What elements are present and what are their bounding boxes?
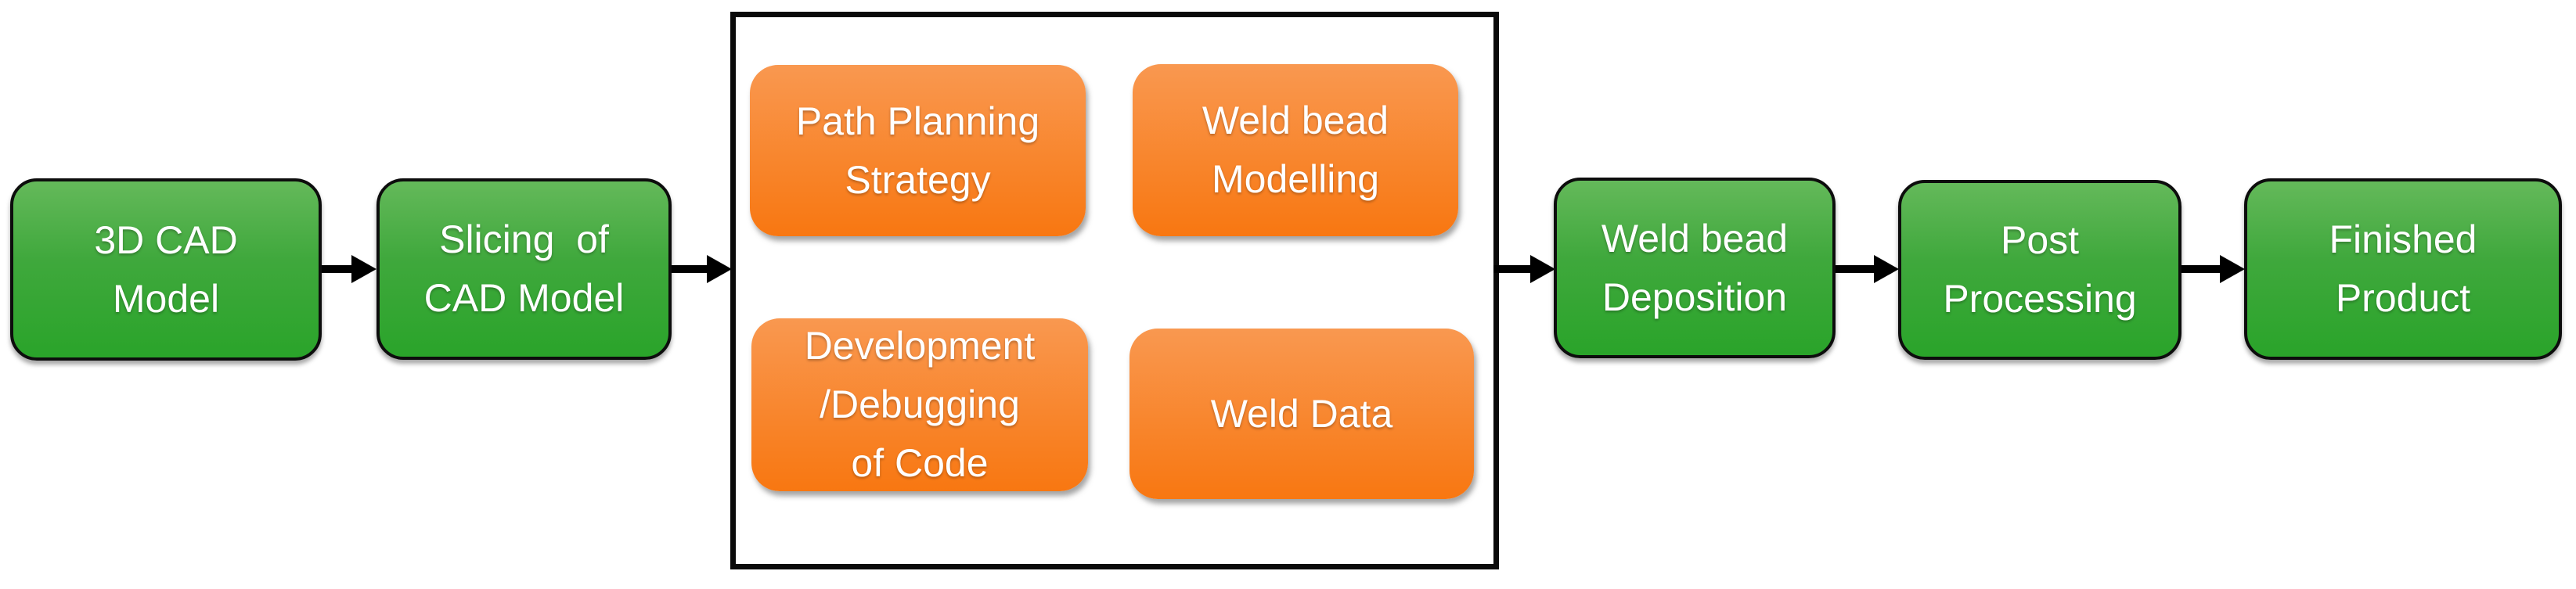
arrow-3d-cad-to-slicing <box>322 255 376 283</box>
node-label: Weld bead Deposition <box>1601 216 1789 319</box>
node-label: 3D CAD Model <box>94 217 238 321</box>
arrowhead-icon <box>1874 255 1899 283</box>
arrow-deposition-to-post-processing <box>1836 255 1899 283</box>
arrowhead-icon <box>351 255 376 283</box>
arrow-shaft <box>672 265 713 273</box>
node-development-debugging-of-code: Development /Debugging of Code <box>751 318 1088 491</box>
node-label: Finished Product <box>2329 217 2477 320</box>
node-weld-bead-modelling: Weld bead Modelling <box>1133 64 1458 236</box>
node-label: Slicing of CAD Model <box>423 217 625 320</box>
arrow-post-processing-to-finished <box>2181 255 2245 283</box>
arrowhead-icon <box>707 255 732 283</box>
node-slicing-of-cad-model: Slicing of CAD Model <box>376 178 672 360</box>
arrow-slicing-to-process-group <box>672 255 732 283</box>
node-label: Development /Debugging of Code <box>804 324 1036 485</box>
arrow-shaft <box>322 265 358 273</box>
node-label: Weld bead Modelling <box>1202 99 1389 201</box>
arrowhead-icon <box>1530 255 1555 283</box>
arrow-shaft <box>1493 265 1537 273</box>
node-finished-product: Finished Product <box>2244 178 2562 360</box>
arrow-process-group-to-deposition <box>1493 255 1555 283</box>
node-post-processing: Post Processing <box>1898 180 2181 360</box>
node-path-planning-strategy: Path Planning Strategy <box>750 65 1086 236</box>
node-weld-data: Weld Data <box>1129 329 1474 499</box>
node-label: Weld Data <box>1210 391 1393 436</box>
node-label: Path Planning Strategy <box>795 99 1040 202</box>
arrowhead-icon <box>2220 255 2245 283</box>
arrow-shaft <box>1836 265 1880 273</box>
arrow-shaft <box>2181 265 2226 273</box>
node-3d-cad-model: 3D CAD Model <box>10 178 322 361</box>
process-group-frame <box>730 12 1499 569</box>
node-weld-bead-deposition: Weld bead Deposition <box>1554 178 1836 358</box>
node-label: Post Processing <box>1943 218 2137 321</box>
